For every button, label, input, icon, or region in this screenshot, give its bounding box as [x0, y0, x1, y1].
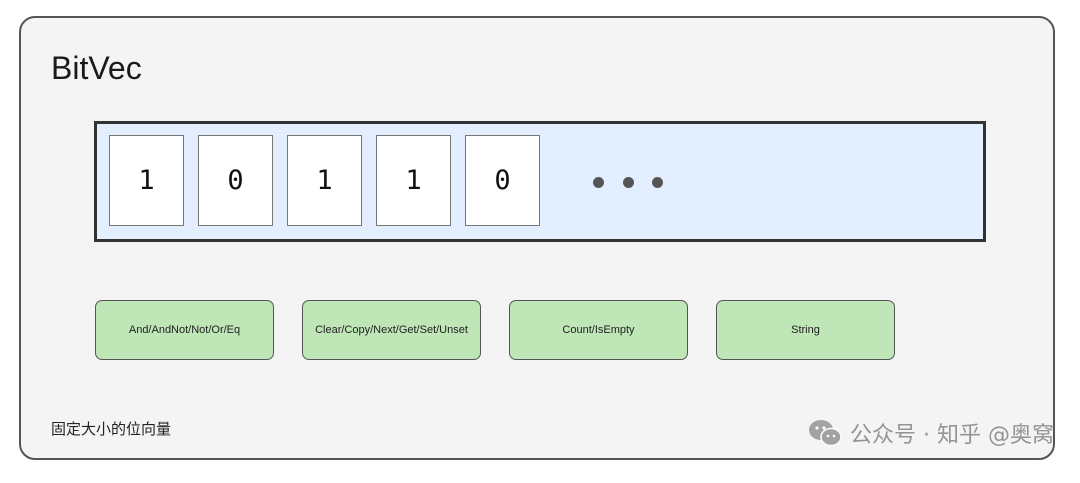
wechat-icon: [808, 419, 842, 447]
ellipsis-dot: [652, 177, 663, 188]
watermark: 公众号 · 知乎 @奥窝: [808, 417, 1054, 449]
bit-cell-4: 0: [465, 135, 540, 226]
op-mutate-box: Clear/Copy/Next/Get/Set/Unset: [302, 300, 481, 360]
bit-cell-2: 1: [287, 135, 362, 226]
op-count-box: Count/IsEmpty: [509, 300, 688, 360]
bit-cell-0: 1: [109, 135, 184, 226]
ellipsis-dot: [593, 177, 604, 188]
ellipsis-dot: [623, 177, 634, 188]
bit-cell-1: 0: [198, 135, 273, 226]
op-string-box: String: [716, 300, 895, 360]
watermark-text: 公众号 · 知乎 @奥窝: [850, 423, 1054, 448]
diagram-caption: 固定大小的位向量: [51, 420, 172, 438]
diagram-title: BitVec: [51, 50, 142, 86]
op-logic-box: And/AndNot/Not/Or/Eq: [95, 300, 274, 360]
bitvec-panel: BitVec 1 0 1 1 0 And/AndNot/Not/Or/Eq Cl…: [19, 16, 1055, 460]
bit-cell-3: 1: [376, 135, 451, 226]
